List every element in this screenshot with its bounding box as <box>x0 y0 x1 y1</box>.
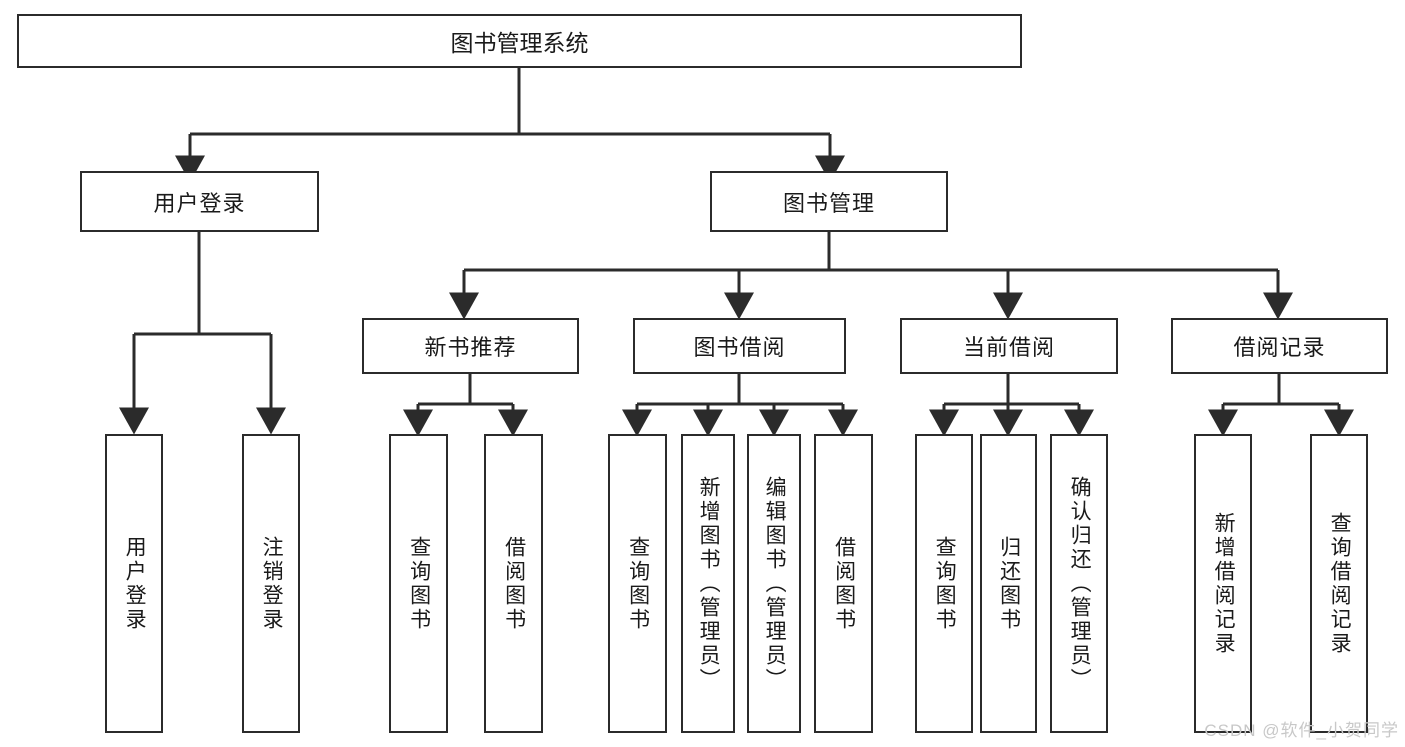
node-root-system[interactable]: 图书管理系统 <box>17 14 1022 68</box>
leaf-current-borrow-query[interactable]: 查询图书 <box>915 434 973 733</box>
leaf-book-borrow-add-label: 新增图书（管理员） <box>697 475 721 692</box>
leaf-new-book-query-label: 查询图书 <box>407 535 431 632</box>
leaf-user-login-logout[interactable]: 注销登录 <box>242 434 300 733</box>
node-new-book-recommend-label: 新书推荐 <box>424 335 517 360</box>
leaf-new-book-borrow-label: 借阅图书 <box>502 535 526 632</box>
node-borrow-record-label: 借阅记录 <box>1233 335 1326 360</box>
leaf-book-borrow-borrow[interactable]: 借阅图书 <box>814 434 873 733</box>
node-book-borrow-label: 图书借阅 <box>693 335 786 360</box>
node-root-system-label: 图书管理系统 <box>450 30 589 56</box>
leaf-book-borrow-edit-label: 编辑图书（管理员） <box>763 475 787 692</box>
leaf-book-borrow-query-label: 查询图书 <box>626 535 650 632</box>
leaf-book-borrow-edit[interactable]: 编辑图书（管理员） <box>747 434 801 733</box>
leaf-current-borrow-return[interactable]: 归还图书 <box>980 434 1037 733</box>
leaf-user-login-login[interactable]: 用户登录 <box>105 434 163 733</box>
node-new-book-recommend[interactable]: 新书推荐 <box>362 318 579 374</box>
leaf-borrow-record-query[interactable]: 查询借阅记录 <box>1310 434 1368 733</box>
node-borrow-record[interactable]: 借阅记录 <box>1171 318 1388 374</box>
leaf-user-login-logout-label: 注销登录 <box>260 535 284 632</box>
node-book-management[interactable]: 图书管理 <box>710 171 948 232</box>
leaf-current-borrow-confirm-label: 确认归还（管理员） <box>1068 475 1092 692</box>
leaf-current-borrow-query-label: 查询图书 <box>933 535 957 632</box>
leaf-book-borrow-borrow-label: 借阅图书 <box>832 535 856 632</box>
leaf-book-borrow-query[interactable]: 查询图书 <box>608 434 667 733</box>
node-current-borrow-label: 当前借阅 <box>962 335 1055 360</box>
node-current-borrow[interactable]: 当前借阅 <box>900 318 1118 374</box>
leaf-user-login-login-label: 用户登录 <box>123 535 147 632</box>
leaf-borrow-record-add-label: 新增借阅记录 <box>1212 511 1236 656</box>
node-user-login[interactable]: 用户登录 <box>80 171 319 232</box>
leaf-current-borrow-return-label: 归还图书 <box>997 535 1021 632</box>
leaf-borrow-record-query-label: 查询借阅记录 <box>1328 511 1352 656</box>
leaf-new-book-borrow[interactable]: 借阅图书 <box>484 434 543 733</box>
leaf-borrow-record-add[interactable]: 新增借阅记录 <box>1194 434 1252 733</box>
node-user-login-label: 用户登录 <box>153 190 246 216</box>
leaf-book-borrow-add[interactable]: 新增图书（管理员） <box>681 434 735 733</box>
node-book-management-label: 图书管理 <box>782 190 875 216</box>
node-book-borrow[interactable]: 图书借阅 <box>633 318 846 374</box>
leaf-current-borrow-confirm[interactable]: 确认归还（管理员） <box>1050 434 1108 733</box>
leaf-new-book-query[interactable]: 查询图书 <box>389 434 448 733</box>
